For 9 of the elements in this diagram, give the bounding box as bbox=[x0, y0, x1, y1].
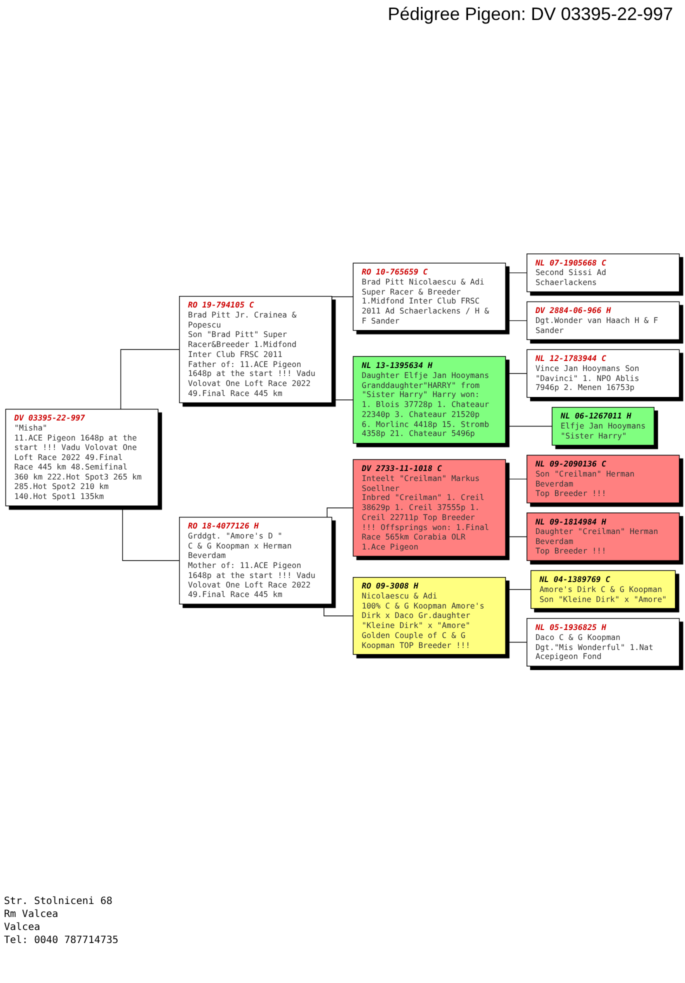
connector bbox=[120, 349, 180, 410]
title: Pédigree Pigeon: DV 03395-22-997 bbox=[386, 3, 674, 26]
address-line: Str. Stolniceni 68 bbox=[4, 895, 112, 908]
address-line: Rm Valcea bbox=[4, 908, 58, 921]
address-line: Valcea bbox=[4, 921, 40, 934]
connector bbox=[326, 508, 354, 518]
address-line: Tel: 0040 787714735 bbox=[4, 934, 118, 947]
connector bbox=[324, 604, 354, 616]
connector bbox=[122, 506, 180, 562]
